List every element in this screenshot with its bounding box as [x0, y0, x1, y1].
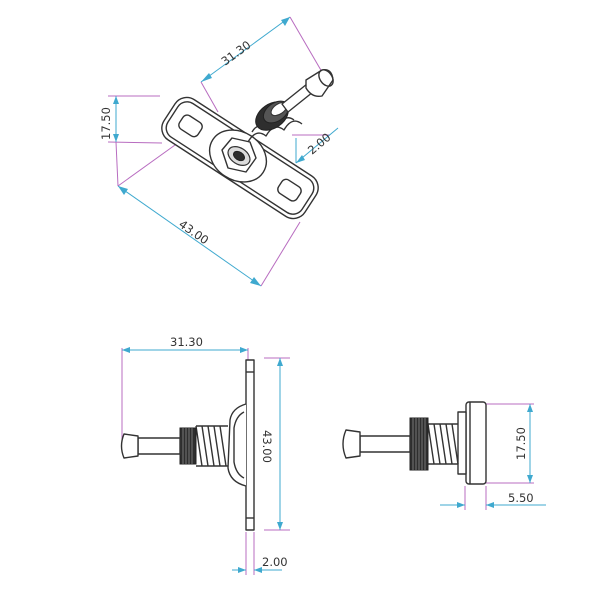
side-plunger-shaft [359, 435, 411, 453]
isometric-view: 31.30 17.50 2.00 43.00 [99, 16, 339, 287]
iso-hex-base [208, 129, 268, 183]
side-dim-width-17-50: 17.50 [484, 403, 534, 484]
iso-spring-plunger [247, 69, 334, 143]
front-view: 31.30 43.00 2.00 [120, 335, 290, 575]
iso-dim-length-label: 31.30 [219, 38, 254, 69]
side-spring [427, 423, 459, 465]
front-dim-plate-label: 43.00 [260, 430, 274, 463]
front-plunger-shaft [137, 437, 181, 455]
front-mounting-plate [245, 359, 255, 531]
front-knurled-nut [179, 427, 197, 465]
iso-dim-thickness-2-00: 2.00 [292, 127, 339, 164]
side-dim-offset-5-50: 5.50 [440, 486, 546, 510]
front-hex-base [227, 403, 247, 487]
side-plunger-knob [342, 429, 361, 459]
front-spring [195, 425, 228, 467]
front-dim-length-31-30: 31.30 [121, 335, 249, 440]
iso-plunger-knob [305, 69, 334, 98]
side-view: 17.50 5.50 [342, 401, 546, 510]
iso-slot-hole-right [277, 178, 302, 202]
iso-dim-width-17-50: 17.50 [99, 95, 163, 144]
iso-dim-plate-label: 43.00 [176, 217, 211, 247]
front-dim-thickness-2-00: 2.00 [232, 532, 288, 575]
front-plunger-knob [120, 433, 139, 459]
side-mounting-plate [457, 401, 487, 485]
side-knurled-nut [409, 417, 429, 471]
side-dim-offset-label: 5.50 [508, 491, 534, 505]
front-dim-plate-43-00: 43.00 [260, 357, 290, 531]
side-dim-width-label: 17.50 [514, 427, 528, 460]
iso-slot-hole-left [178, 114, 203, 138]
iso-dim-thickness-label: 2.00 [305, 130, 334, 157]
iso-dim-width-label: 17.50 [99, 107, 113, 140]
front-dim-thickness-label: 2.00 [262, 555, 288, 569]
front-dim-length-label: 31.30 [170, 335, 203, 349]
